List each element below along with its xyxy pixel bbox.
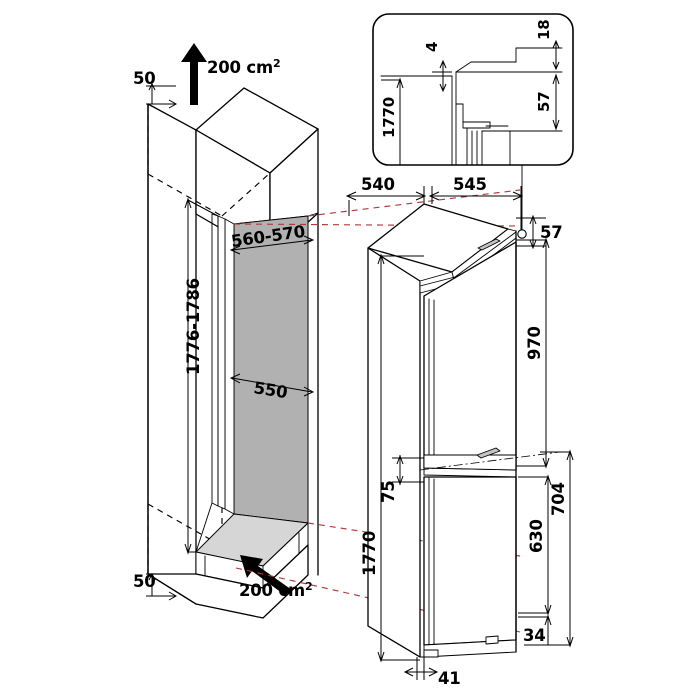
vent-arrow-bottom [240,555,292,596]
label-cabinet-bottom-gap: 50 [133,572,156,591]
cabinet-niche-interior [233,215,309,524]
label-door-gap-75: 75 [379,480,398,503]
label-front-offset-41: 41 [438,669,461,688]
dim-depth-540 [345,186,427,216]
label-vent-top: 200 cm2 [207,57,280,78]
label-inset-18: 18 [535,20,553,40]
dim-plinth-34 [518,614,552,645]
label-inset-4: 4 [423,42,441,52]
dim-freezer-704 [524,449,574,648]
cabinet-niche-side-wall [217,215,235,515]
inset-dim-57 [552,73,560,131]
dim-niche-depth [229,235,315,255]
appliance-dimensions [345,161,574,680]
inset-leader-line [517,161,527,239]
dim-total-height-1770 [377,253,424,663]
label-inset-57: 57 [535,92,553,112]
door-separation-strip [419,447,561,478]
dim-freezer-door-630 [518,474,552,616]
label-fridge-door-970: 970 [525,326,544,360]
inset-detail-box [372,13,574,166]
dim-cabinet-bottom-gap [146,572,178,601]
vent-arrow-top [181,43,207,105]
dim-door-gap-75 [392,454,424,486]
dim-cabinet-height [184,197,219,555]
dim-width-545 [428,186,524,230]
inset-border [372,13,574,166]
label-width-545: 545 [453,175,487,194]
label-depth-540: 540 [361,175,395,194]
label-top-offset-57: 57 [540,223,563,242]
inset-dim-1770 [381,77,404,165]
label-freezer-704: 704 [549,482,568,516]
cabinet-assembly [146,43,319,619]
dim-top-offset-57 [516,214,546,250]
dim-front-offset-41 [403,657,439,680]
fridge-door-handle [477,238,501,251]
dim-fridge-door-970 [516,237,550,469]
appliance-assembly [367,203,561,658]
dim-cabinet-top-gap [146,82,178,109]
label-vent-bottom: 200 cm2 [239,580,312,601]
dim-niche-width [229,373,315,397]
label-total-height-1770: 1770 [360,531,379,576]
label-cabinet-height: 1776-1786 [184,278,203,375]
inset-dim-4 [432,59,452,93]
label-cabinet-top-gap: 50 [133,69,156,88]
label-plinth-34: 34 [523,626,546,645]
cabinet-bottom [147,544,309,619]
inset-dim-18 [552,39,560,71]
label-inset-1770: 1770 [380,97,398,138]
label-freezer-door-630: 630 [527,519,546,553]
